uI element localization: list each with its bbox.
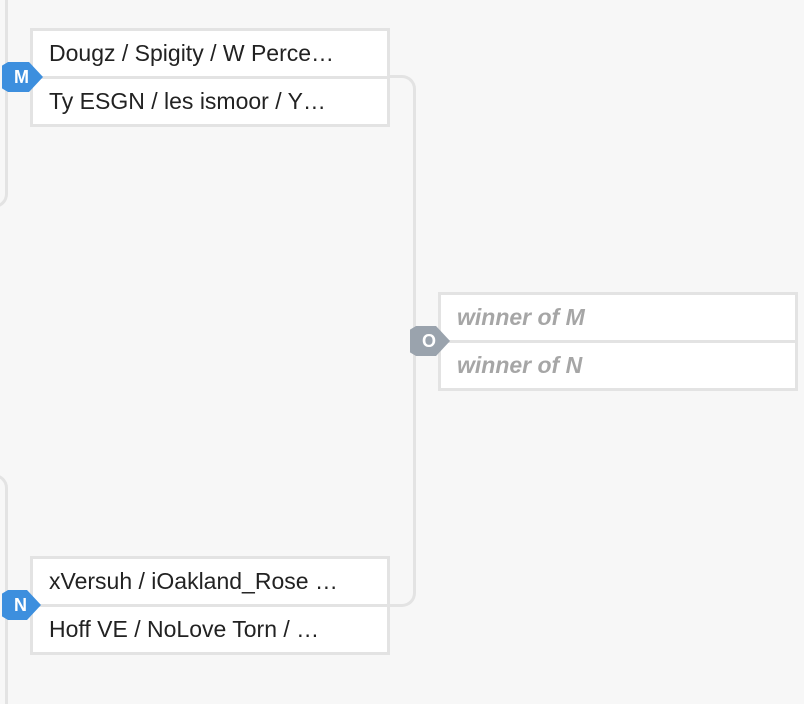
match-o-card: winner of M winner of N bbox=[438, 292, 798, 391]
bracket-connector-left-lower bbox=[0, 474, 8, 704]
match-m-team1[interactable]: Dougz / Spigity / W Perce… bbox=[49, 40, 335, 66]
match-n-card: xVersuh / iOakland_Rose … Hoff VE / NoLo… bbox=[30, 556, 390, 655]
match-m-team2[interactable]: Ty ESGN / les ismoor / Y… bbox=[49, 88, 326, 114]
match-m-divider bbox=[33, 76, 387, 79]
bracket-connector-left-upper bbox=[0, 0, 8, 208]
match-m-card: Dougz / Spigity / W Perce… Ty ESGN / les… bbox=[30, 28, 390, 127]
match-n-team1[interactable]: xVersuh / iOakland_Rose … bbox=[49, 568, 338, 594]
match-n-divider bbox=[33, 604, 387, 607]
match-n-team2[interactable]: Hoff VE / NoLove Torn / … bbox=[49, 616, 320, 642]
match-o-slot1[interactable]: winner of M bbox=[457, 304, 585, 330]
match-o-slot2[interactable]: winner of N bbox=[457, 352, 583, 378]
match-o-divider bbox=[441, 340, 795, 343]
